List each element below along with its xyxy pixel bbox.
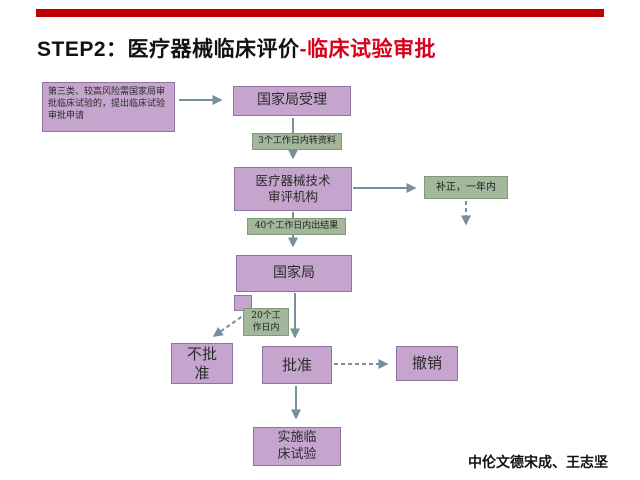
top-red-bar — [36, 9, 604, 17]
page-title: STEP2：医疗器械临床评价-临床试验审批 — [37, 33, 436, 63]
node-implement-trial: 实施临床试验 — [253, 427, 341, 466]
label-transfer-3-days: 3个工作日内转资料 — [252, 133, 342, 150]
label-correction-one-year: 补正，一年内 — [424, 176, 508, 199]
node-revoked: 撤销 — [396, 346, 458, 381]
node-state-bureau: 国家局 — [236, 255, 352, 292]
node-bureau-acceptance: 国家局受理 — [233, 86, 351, 116]
node-not-approved: 不批准 — [171, 343, 233, 384]
title-highlight: -临床试验审批 — [299, 38, 437, 61]
footer-credit: 中伦文德宋成、王志坚 — [468, 455, 608, 471]
node-approved: 批准 — [262, 346, 332, 384]
label-20-working-days: 20个工作日内 — [243, 308, 289, 336]
node-application-note: 第三类、较高风险需国家局审批临床试验的，提出临床试验审批申请 — [42, 82, 175, 132]
label-result-40-days: 40个工作日内出结果 — [247, 218, 346, 235]
node-technical-review-org: 医疗器械技术审评机构 — [234, 167, 352, 211]
title-prefix: STEP2：医疗器械临床评价 — [37, 38, 300, 61]
